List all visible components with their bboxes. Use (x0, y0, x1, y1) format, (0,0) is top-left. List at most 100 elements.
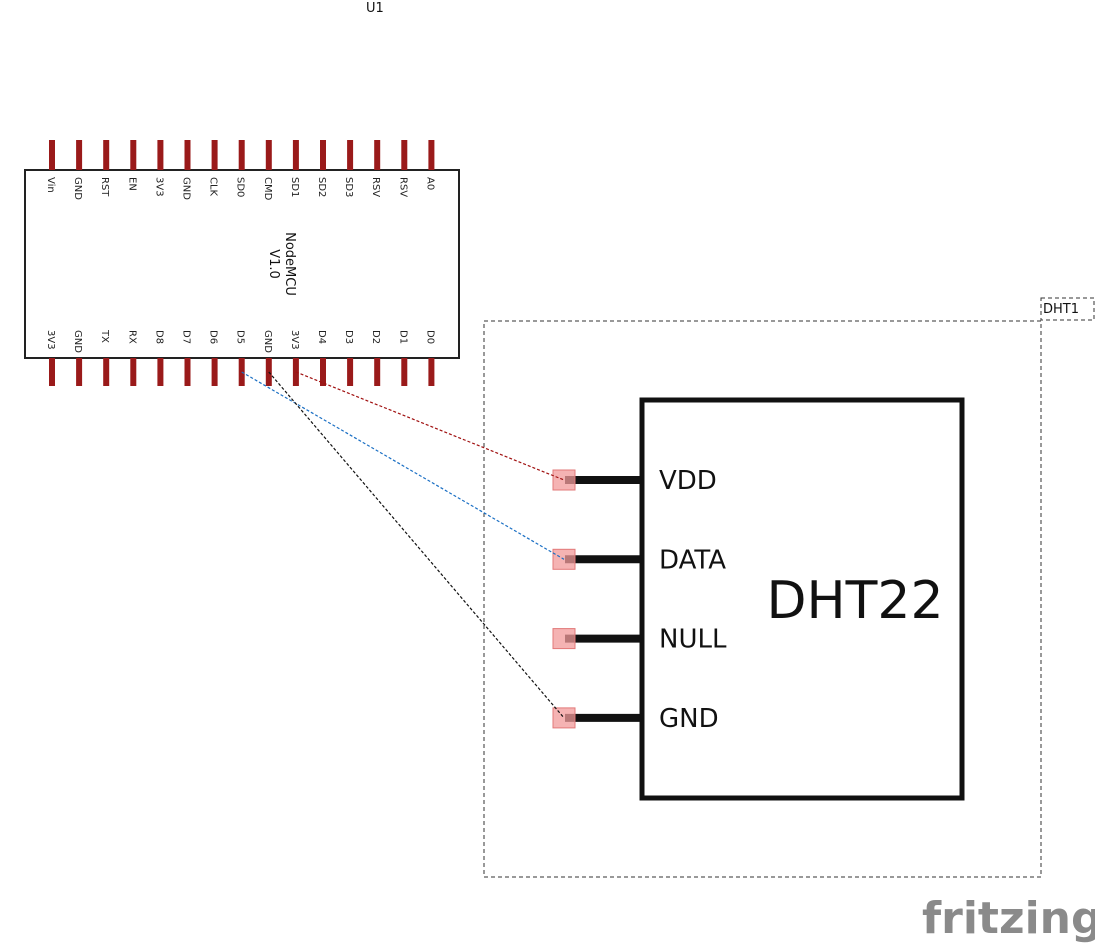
mcu-top-pin-11[interactable]: SD3 (343, 140, 354, 197)
dht-label-box (1040, 297, 1095, 321)
mcu-bottom-pin-10[interactable]: D4 (316, 330, 327, 386)
pin-stub (238, 140, 245, 170)
mcu-top-pin-2[interactable]: RST (99, 140, 110, 197)
mcu-pin-label: CMD (262, 177, 273, 201)
wire-gnd-to-gnd[interactable] (268, 371, 565, 719)
dht-part-outline (483, 320, 1042, 878)
mcu-pin-label: RX (126, 330, 137, 344)
mcu-pin-label: CLK (208, 177, 219, 197)
pin-stub (320, 358, 326, 386)
mcu-top-pin-14[interactable]: A0 (424, 140, 435, 190)
mcu-bottom-pin-12[interactable]: D2 (370, 330, 381, 386)
dht-title: DHT22 (766, 571, 943, 631)
mcu-pin-label: GND (262, 330, 273, 353)
mcu-pin-label: RST (99, 177, 110, 197)
dht-pin-label: GND (659, 704, 719, 734)
mcu-pin-label: D3 (343, 330, 354, 344)
wire-d5-to-data[interactable] (241, 371, 565, 560)
mcu-pin-label: D0 (424, 330, 435, 344)
mcu-top-pin-8[interactable]: CMD (262, 140, 273, 201)
dht-pin-connector (552, 628, 576, 650)
mcu-bottom-pin-4[interactable]: D8 (153, 330, 164, 386)
mcu-pin-label: SD2 (316, 177, 327, 197)
dht-pin-data[interactable]: DATA (552, 545, 726, 575)
mcu-pin-label: RSV (370, 177, 381, 197)
nodemcu-title: NodeMCU V1.0 (266, 232, 297, 296)
mcu-top-pin-13[interactable]: RSV (397, 140, 408, 197)
mcu-top-pin-10[interactable]: SD2 (316, 140, 327, 197)
dht-pin-vdd[interactable]: VDD (552, 466, 717, 496)
mcu-pin-label: GND (72, 330, 83, 353)
mcu-bottom-pin-1[interactable]: GND (72, 330, 83, 386)
nodemcu-body (24, 169, 460, 359)
mcu-pin-label: 3V3 (289, 330, 300, 350)
dht-pin-null[interactable]: NULL (552, 625, 727, 655)
fritzing-logo: fritzing (922, 893, 1095, 944)
mcu-top-pin-5[interactable]: GND (181, 140, 192, 200)
pin-stub (428, 358, 435, 386)
mcu-bottom-pin-13[interactable]: D1 (397, 330, 408, 386)
pin-stub (49, 140, 55, 170)
pin-stub (374, 358, 381, 386)
mcu-pin-label: RSV (397, 177, 408, 197)
nodemcu-bottom-pins: 3V3 GND TX RX D8 D7 D6 D5 GND 3V3 D4 D3 D2 D1 D0 (45, 329, 435, 386)
pin-stub (130, 140, 137, 170)
mcu-pin-label: SD0 (235, 177, 246, 197)
dht-part[interactable]: DHT1 DHT22 VDD DATA NULL GND (483, 297, 1095, 878)
pin-stub (103, 358, 110, 386)
dht-pin-connector (552, 707, 576, 729)
dht-body (639, 397, 965, 801)
mcu-top-pin-7[interactable]: SD0 (235, 140, 246, 197)
mcu-pin-label: GND (72, 177, 83, 200)
mcu-pin-label: D5 (235, 330, 246, 344)
pin-stub (184, 140, 191, 170)
mcu-pin-label: 3V3 (45, 330, 56, 350)
pin-stub (401, 358, 408, 386)
mcu-pin-label: SD3 (343, 177, 354, 197)
mcu-bottom-pin-6[interactable]: D6 (208, 330, 219, 386)
mcu-top-pin-0[interactable]: Vin (45, 140, 56, 193)
mcu-reference-label: U1 (366, 1, 384, 16)
mcu-pin-label: SD1 (289, 177, 300, 197)
dht-pin-gnd[interactable]: GND (552, 704, 719, 734)
mcu-top-pin-1[interactable]: GND (72, 140, 83, 200)
pin-stub (76, 358, 83, 386)
mcu-bottom-pin-0[interactable]: 3V3 (45, 330, 56, 386)
wire-3v3-to-vdd[interactable] (295, 371, 565, 481)
dht-pin-label: VDD (659, 466, 717, 496)
pin-stub (428, 140, 435, 170)
dht-reference-label: DHT1 (1043, 302, 1079, 317)
mcu-top-pin-12[interactable]: RSV (370, 140, 381, 197)
mcu-pin-label: 3V3 (153, 177, 164, 197)
mcu-bottom-pin-5[interactable]: D7 (181, 330, 192, 386)
pin-stub (211, 140, 218, 170)
mcu-pin-label: D1 (397, 330, 408, 344)
pin-stub (347, 140, 354, 170)
mcu-pin-label: Vin (45, 177, 56, 193)
mcu-pin-label: GND (181, 177, 192, 200)
mcu-top-pin-4[interactable]: 3V3 (153, 140, 164, 197)
mcu-bottom-pin-14[interactable]: D0 (424, 330, 435, 386)
mcu-pin-label: EN (126, 177, 137, 191)
pin-stub (157, 140, 164, 170)
pin-stub (157, 358, 164, 386)
mcu-top-pin-3[interactable]: EN (126, 140, 137, 191)
mcu-bottom-pin-3[interactable]: RX (126, 330, 137, 386)
nodemcu-top-pins: Vin GND RST EN 3V3 GND CLK SD0 CMD SD1 SD2 SD3 RSV RS… (45, 140, 435, 201)
pin-stub (265, 140, 272, 170)
mcu-top-pin-6[interactable]: CLK (208, 140, 219, 197)
pin-stub (76, 140, 83, 170)
pin-stub (49, 358, 55, 386)
mcu-pin-label: D4 (316, 330, 327, 344)
dht-pin-label: DATA (659, 545, 726, 575)
ratsnest-wires (241, 371, 565, 719)
pin-stub (292, 140, 299, 170)
pin-stub (130, 358, 137, 386)
nodemcu-title-line1: NodeMCU (282, 232, 297, 296)
mcu-bottom-pin-2[interactable]: TX (99, 329, 110, 386)
mcu-top-pin-9[interactable]: SD1 (289, 140, 300, 197)
nodemcu-title-line2: V1.0 (266, 249, 281, 279)
mcu-bottom-pin-11[interactable]: D3 (343, 330, 354, 386)
